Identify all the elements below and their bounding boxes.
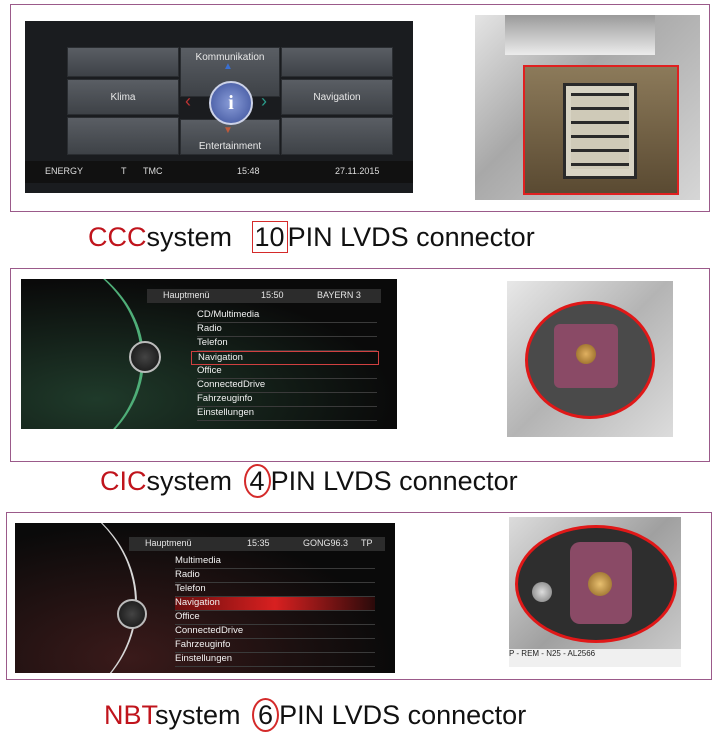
status-time: 15:48 xyxy=(237,166,260,176)
ccc-menu-topleft xyxy=(67,47,179,77)
chevron-down-icon[interactable]: ▼ xyxy=(223,125,233,136)
cic-menu-item-radio[interactable]: Radio xyxy=(197,323,377,337)
nbt-menu-item-multimedia[interactable]: Multimedia xyxy=(175,555,375,569)
nbt-menu-item-office[interactable]: Office xyxy=(175,611,375,625)
cic-menu-item-telefon[interactable]: Telefon xyxy=(197,337,377,351)
nbt-arc xyxy=(15,523,137,673)
cic-menu-header xyxy=(147,289,381,303)
cic-connector-highlight xyxy=(525,301,655,419)
ccc-menu-bottomright xyxy=(281,117,393,155)
nbt-menu-header xyxy=(129,537,385,551)
cic-connector-pin xyxy=(576,344,596,364)
nbt-system-name: NBT xyxy=(104,700,156,730)
nbt-photo-label: P - REM - N25 - AL2566 xyxy=(509,649,681,667)
ccc-pin-count: 10 xyxy=(251,221,288,253)
cic-menu-item-office[interactable]: Office xyxy=(197,365,377,379)
chevron-left-icon[interactable]: ‹ xyxy=(185,91,191,111)
ccc-connector-highlight xyxy=(523,65,679,195)
cic-system-name: CIC xyxy=(100,466,147,496)
cic-header-time: 15:50 xyxy=(261,290,284,300)
nbt-menu-item-fahrzeuginfo[interactable]: Fahrzeuginfo xyxy=(175,639,375,653)
ccc-connector-photo xyxy=(475,15,700,200)
nbt-menu-item-einstellungen[interactable]: Einstellungen xyxy=(175,653,375,667)
nbt-connector-pin xyxy=(588,572,612,596)
ccc-connector-pins xyxy=(571,93,629,169)
nbt-screen: Hauptmenü 15:35 GONG96.3 TP Multimedia R… xyxy=(15,523,395,673)
ccc-menu-bottomleft xyxy=(67,117,179,155)
cic-pin-count: 4 xyxy=(243,464,271,498)
nbt-header-station: GONG96.3 xyxy=(303,538,349,548)
cic-header-title: Hauptmenü xyxy=(163,290,210,300)
chevron-up-icon[interactable]: ▲ xyxy=(223,61,233,72)
cic-menu-item-connecteddrive[interactable]: ConnectedDrive xyxy=(197,379,377,393)
cic-menu-item-navigation[interactable]: Navigation xyxy=(191,351,379,365)
ccc-caption-text: system xyxy=(146,222,233,252)
nbt-connector-photo: P - REM - N25 - AL2566 xyxy=(509,517,681,667)
cic-connector-photo xyxy=(507,281,673,437)
status-energy: ENERGY xyxy=(45,166,84,176)
cic-menu-item-cd-multimedia[interactable]: CD/Multimedia xyxy=(197,309,377,323)
cic-menu-item-einstellungen[interactable]: Einstellungen xyxy=(197,407,377,421)
nbt-menu-item-navigation[interactable]: Navigation xyxy=(175,597,375,611)
screw-icon xyxy=(532,582,552,602)
info-icon[interactable]: i xyxy=(209,81,253,125)
ccc-menu-bottom[interactable]: Entertainment xyxy=(180,119,280,155)
controller-knob-icon[interactable] xyxy=(117,599,147,629)
status-tmc: TMC xyxy=(143,166,163,176)
ccc-menu-left[interactable]: Klima xyxy=(67,79,179,115)
ccc-caption-rest: PIN LVDS connector xyxy=(287,222,535,252)
ccc-system-name: CCC xyxy=(88,222,147,252)
nbt-menu-item-connecteddrive[interactable]: ConnectedDrive xyxy=(175,625,375,639)
nbt-menu-item-telefon[interactable]: Telefon xyxy=(175,583,375,597)
ccc-menu-right[interactable]: Navigation xyxy=(281,79,393,115)
cic-caption-rest: PIN LVDS connector xyxy=(270,466,518,496)
status-t: T xyxy=(121,166,127,176)
ccc-photo-bracket xyxy=(505,15,655,55)
ccc-screen: Kommunikation Klima Navigation Entertain… xyxy=(25,21,413,193)
cic-menu-item-fahrzeuginfo[interactable]: Fahrzeuginfo xyxy=(197,393,377,407)
nbt-header-time: 15:35 xyxy=(247,538,270,548)
cic-arc xyxy=(21,279,144,429)
cic-header-station: BAYERN 3 xyxy=(317,290,361,300)
nbt-menu-item-radio[interactable]: Radio xyxy=(175,569,375,583)
ccc-menu-topright xyxy=(281,47,393,77)
nbt-header-title: Hauptmenü xyxy=(145,538,192,548)
controller-knob-icon[interactable] xyxy=(129,341,161,373)
cic-panel: Hauptmenü 15:50 BAYERN 3 CD/Multimedia R… xyxy=(10,268,710,462)
cic-screen: Hauptmenü 15:50 BAYERN 3 CD/Multimedia R… xyxy=(21,279,397,429)
nbt-header-tp: TP xyxy=(361,538,373,548)
nbt-caption-rest: PIN LVDS connector xyxy=(279,700,527,730)
nbt-pin-count: 6 xyxy=(252,698,280,732)
ccc-status-bar xyxy=(25,161,413,183)
cic-caption-text: system xyxy=(146,466,233,496)
ccc-panel: Kommunikation Klima Navigation Entertain… xyxy=(10,4,710,212)
nbt-panel: Hauptmenü 15:35 GONG96.3 TP Multimedia R… xyxy=(6,512,712,680)
nbt-connector-highlight xyxy=(515,525,677,643)
nbt-caption-text: system xyxy=(155,700,241,730)
chevron-right-icon[interactable]: › xyxy=(261,91,267,111)
status-date: 27.11.2015 xyxy=(335,166,380,176)
